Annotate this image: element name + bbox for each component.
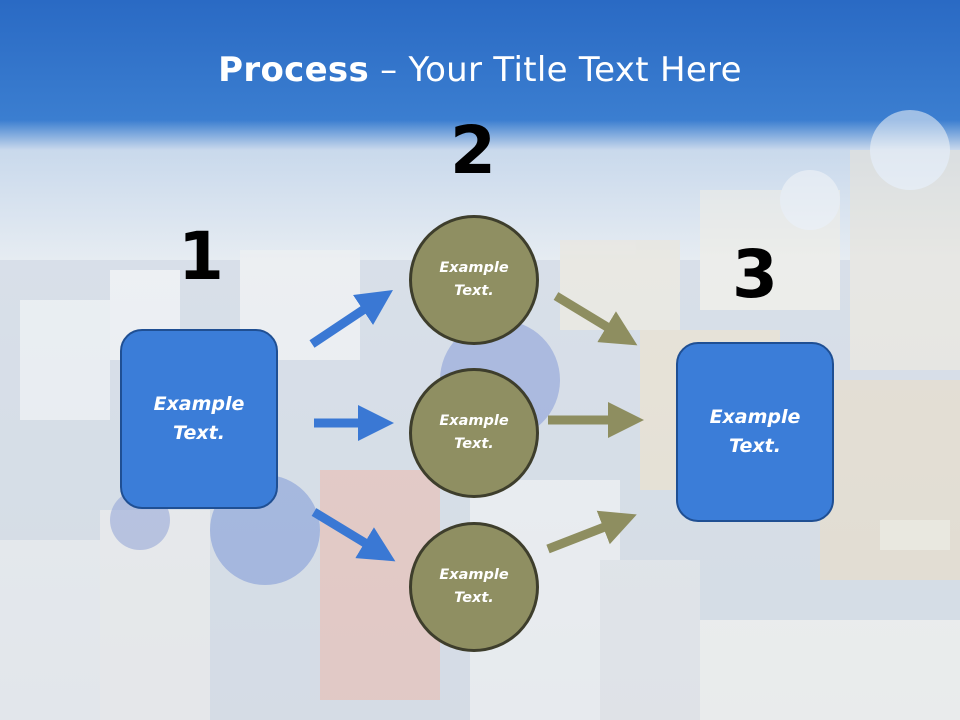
circle-top: Example Text. bbox=[409, 215, 539, 345]
circle-middle-line2: Text. bbox=[454, 436, 494, 452]
title-bold: Process bbox=[218, 50, 370, 90]
slide-title: Process – Your Title Text Here bbox=[0, 50, 960, 90]
arrow-to-circle-bottom bbox=[311, 508, 396, 562]
arrow-from-circle-bottom bbox=[546, 510, 637, 554]
step-number-3: 3 bbox=[732, 236, 778, 313]
step-3-text-line2: Text. bbox=[729, 435, 781, 457]
step-3-box: Example Text. bbox=[676, 342, 834, 522]
step-1-text-line2: Text. bbox=[173, 422, 225, 444]
circle-bottom-line2: Text. bbox=[454, 590, 494, 606]
circle-top-line1: Example bbox=[439, 260, 509, 276]
step-number-2: 2 bbox=[450, 112, 496, 189]
step-3-text-line1: Example bbox=[709, 406, 801, 428]
step-1-box: Example Text. bbox=[120, 329, 278, 509]
step-1-text-line1: Example bbox=[153, 393, 245, 415]
circle-bottom: Example Text. bbox=[409, 522, 539, 652]
arrow-from-circle-top bbox=[553, 292, 638, 346]
circle-top-line2: Text. bbox=[454, 283, 494, 299]
circle-middle: Example Text. bbox=[409, 368, 539, 498]
circle-bottom-line1: Example bbox=[439, 567, 509, 583]
arrow-to-circle-top bbox=[309, 290, 393, 348]
title-rest: – Your Title Text Here bbox=[369, 50, 742, 90]
step-number-1: 1 bbox=[178, 218, 224, 295]
circle-middle-line1: Example bbox=[439, 413, 509, 429]
